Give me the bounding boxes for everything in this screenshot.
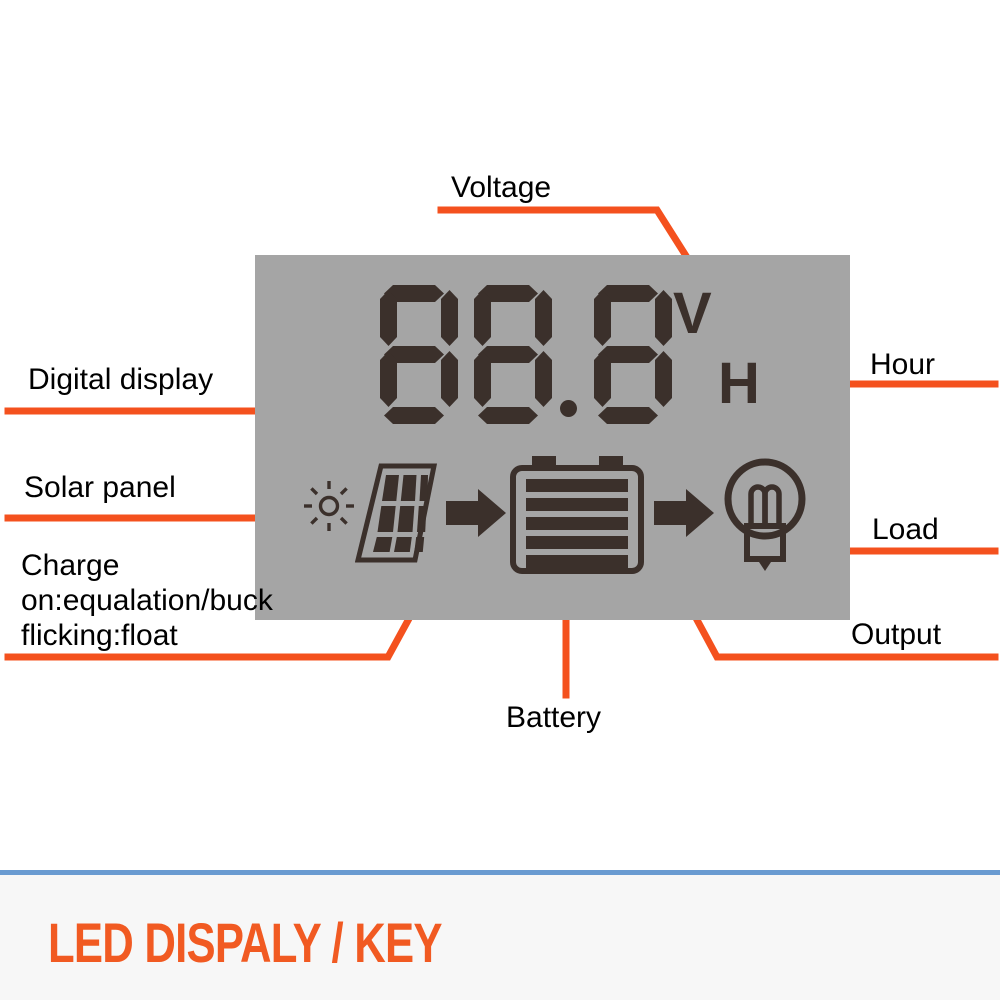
segment-g <box>598 346 658 363</box>
callout-charge-line1: Charge <box>21 549 120 582</box>
callout-output: Output <box>851 618 942 651</box>
footer-title: LED DISPALY / KEY <box>48 911 443 974</box>
callout-solar-panel: Solar panel <box>24 471 176 504</box>
callout-digital-display: Digital display <box>28 363 214 396</box>
battery-icon <box>510 456 644 574</box>
hour-unit-indicator: H <box>718 351 760 416</box>
segment-d <box>598 407 658 424</box>
light-bulb-icon <box>724 458 806 571</box>
segment-f <box>380 290 397 346</box>
footer-banner: LED DISPALY / KEY <box>0 870 1000 1000</box>
segment-f <box>594 290 611 346</box>
segment-c <box>655 351 672 407</box>
segment-a <box>478 285 538 302</box>
volt-unit-indicator: V <box>673 281 712 346</box>
callout-voltage: Voltage <box>451 171 552 204</box>
callout-hour: Hour <box>870 348 936 381</box>
seven-segment-display <box>370 285 678 425</box>
arrow-right-output-icon <box>654 489 714 537</box>
lcd-panel: V H <box>255 255 850 620</box>
footer-divider <box>0 870 1000 875</box>
segment-a <box>384 285 444 302</box>
segment-a <box>598 285 658 302</box>
segment-b <box>535 290 552 346</box>
seven-segment-digit-1 <box>370 285 458 425</box>
segment-f <box>474 290 491 346</box>
segment-c <box>441 351 458 407</box>
segment-c <box>535 351 552 407</box>
segment-e <box>380 351 397 407</box>
decimal-point <box>558 285 584 425</box>
arrow-right-charge-icon <box>446 489 506 537</box>
segment-g <box>384 346 444 363</box>
callout-charge-line3: flicking:float <box>21 619 178 652</box>
seven-segment-digit-2 <box>464 285 552 425</box>
sun-icon <box>304 481 354 531</box>
segment-b <box>655 290 672 346</box>
segment-g <box>478 346 538 363</box>
segment-d <box>384 407 444 424</box>
segment-e <box>594 351 611 407</box>
segment-b <box>441 290 458 346</box>
callout-charge-line2: on:equalation/buck <box>21 584 273 617</box>
seven-segment-digit-3 <box>584 285 672 425</box>
callout-load: Load <box>872 513 939 546</box>
segment-e <box>474 351 491 407</box>
callout-battery: Battery <box>506 701 602 734</box>
solar-panel-icon <box>355 463 437 563</box>
segment-d <box>478 407 538 424</box>
status-icon-row <box>255 450 850 590</box>
